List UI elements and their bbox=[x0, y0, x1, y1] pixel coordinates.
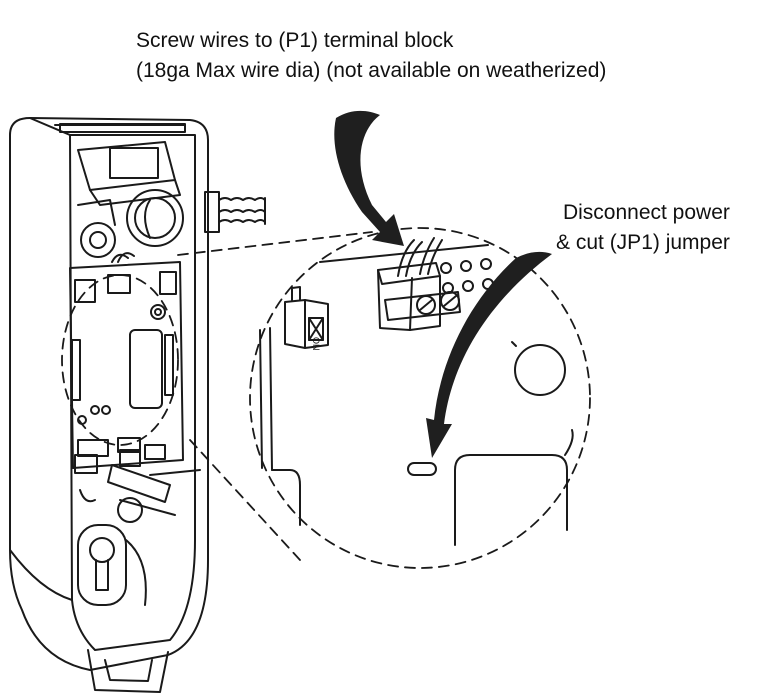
magnifier-dashes bbox=[61, 227, 591, 569]
keyhole-mount bbox=[77, 524, 147, 606]
terminal-block-callout: Screw wires to (P1) terminal block (18ga… bbox=[136, 26, 606, 86]
tamper-knob bbox=[126, 189, 184, 247]
jumper-callout: Disconnect power & cut (JP1) jumper bbox=[556, 198, 730, 258]
jumper-arrow bbox=[426, 251, 552, 458]
dip-switch bbox=[284, 286, 329, 349]
terminal-arrow bbox=[334, 110, 404, 246]
terminal-callout-line-1: Screw wires to (P1) terminal block bbox=[136, 29, 454, 52]
screw-boss bbox=[77, 199, 116, 258]
battery-block bbox=[77, 141, 181, 206]
detail-view bbox=[259, 244, 574, 546]
lower-components bbox=[74, 449, 201, 523]
terminal-block bbox=[377, 237, 461, 331]
dip-switch-label: ON bbox=[311, 337, 321, 351]
tamper-spring bbox=[204, 191, 266, 233]
circuit-board bbox=[69, 252, 184, 469]
device-housing bbox=[9, 117, 209, 693]
jumper-callout-line-1: Disconnect power bbox=[562, 201, 730, 224]
terminal-callout-line-2: (18ga Max wire dia) (not available on we… bbox=[136, 59, 607, 82]
jumper-callout-line-2: & cut (JP1) jumper bbox=[556, 231, 730, 254]
